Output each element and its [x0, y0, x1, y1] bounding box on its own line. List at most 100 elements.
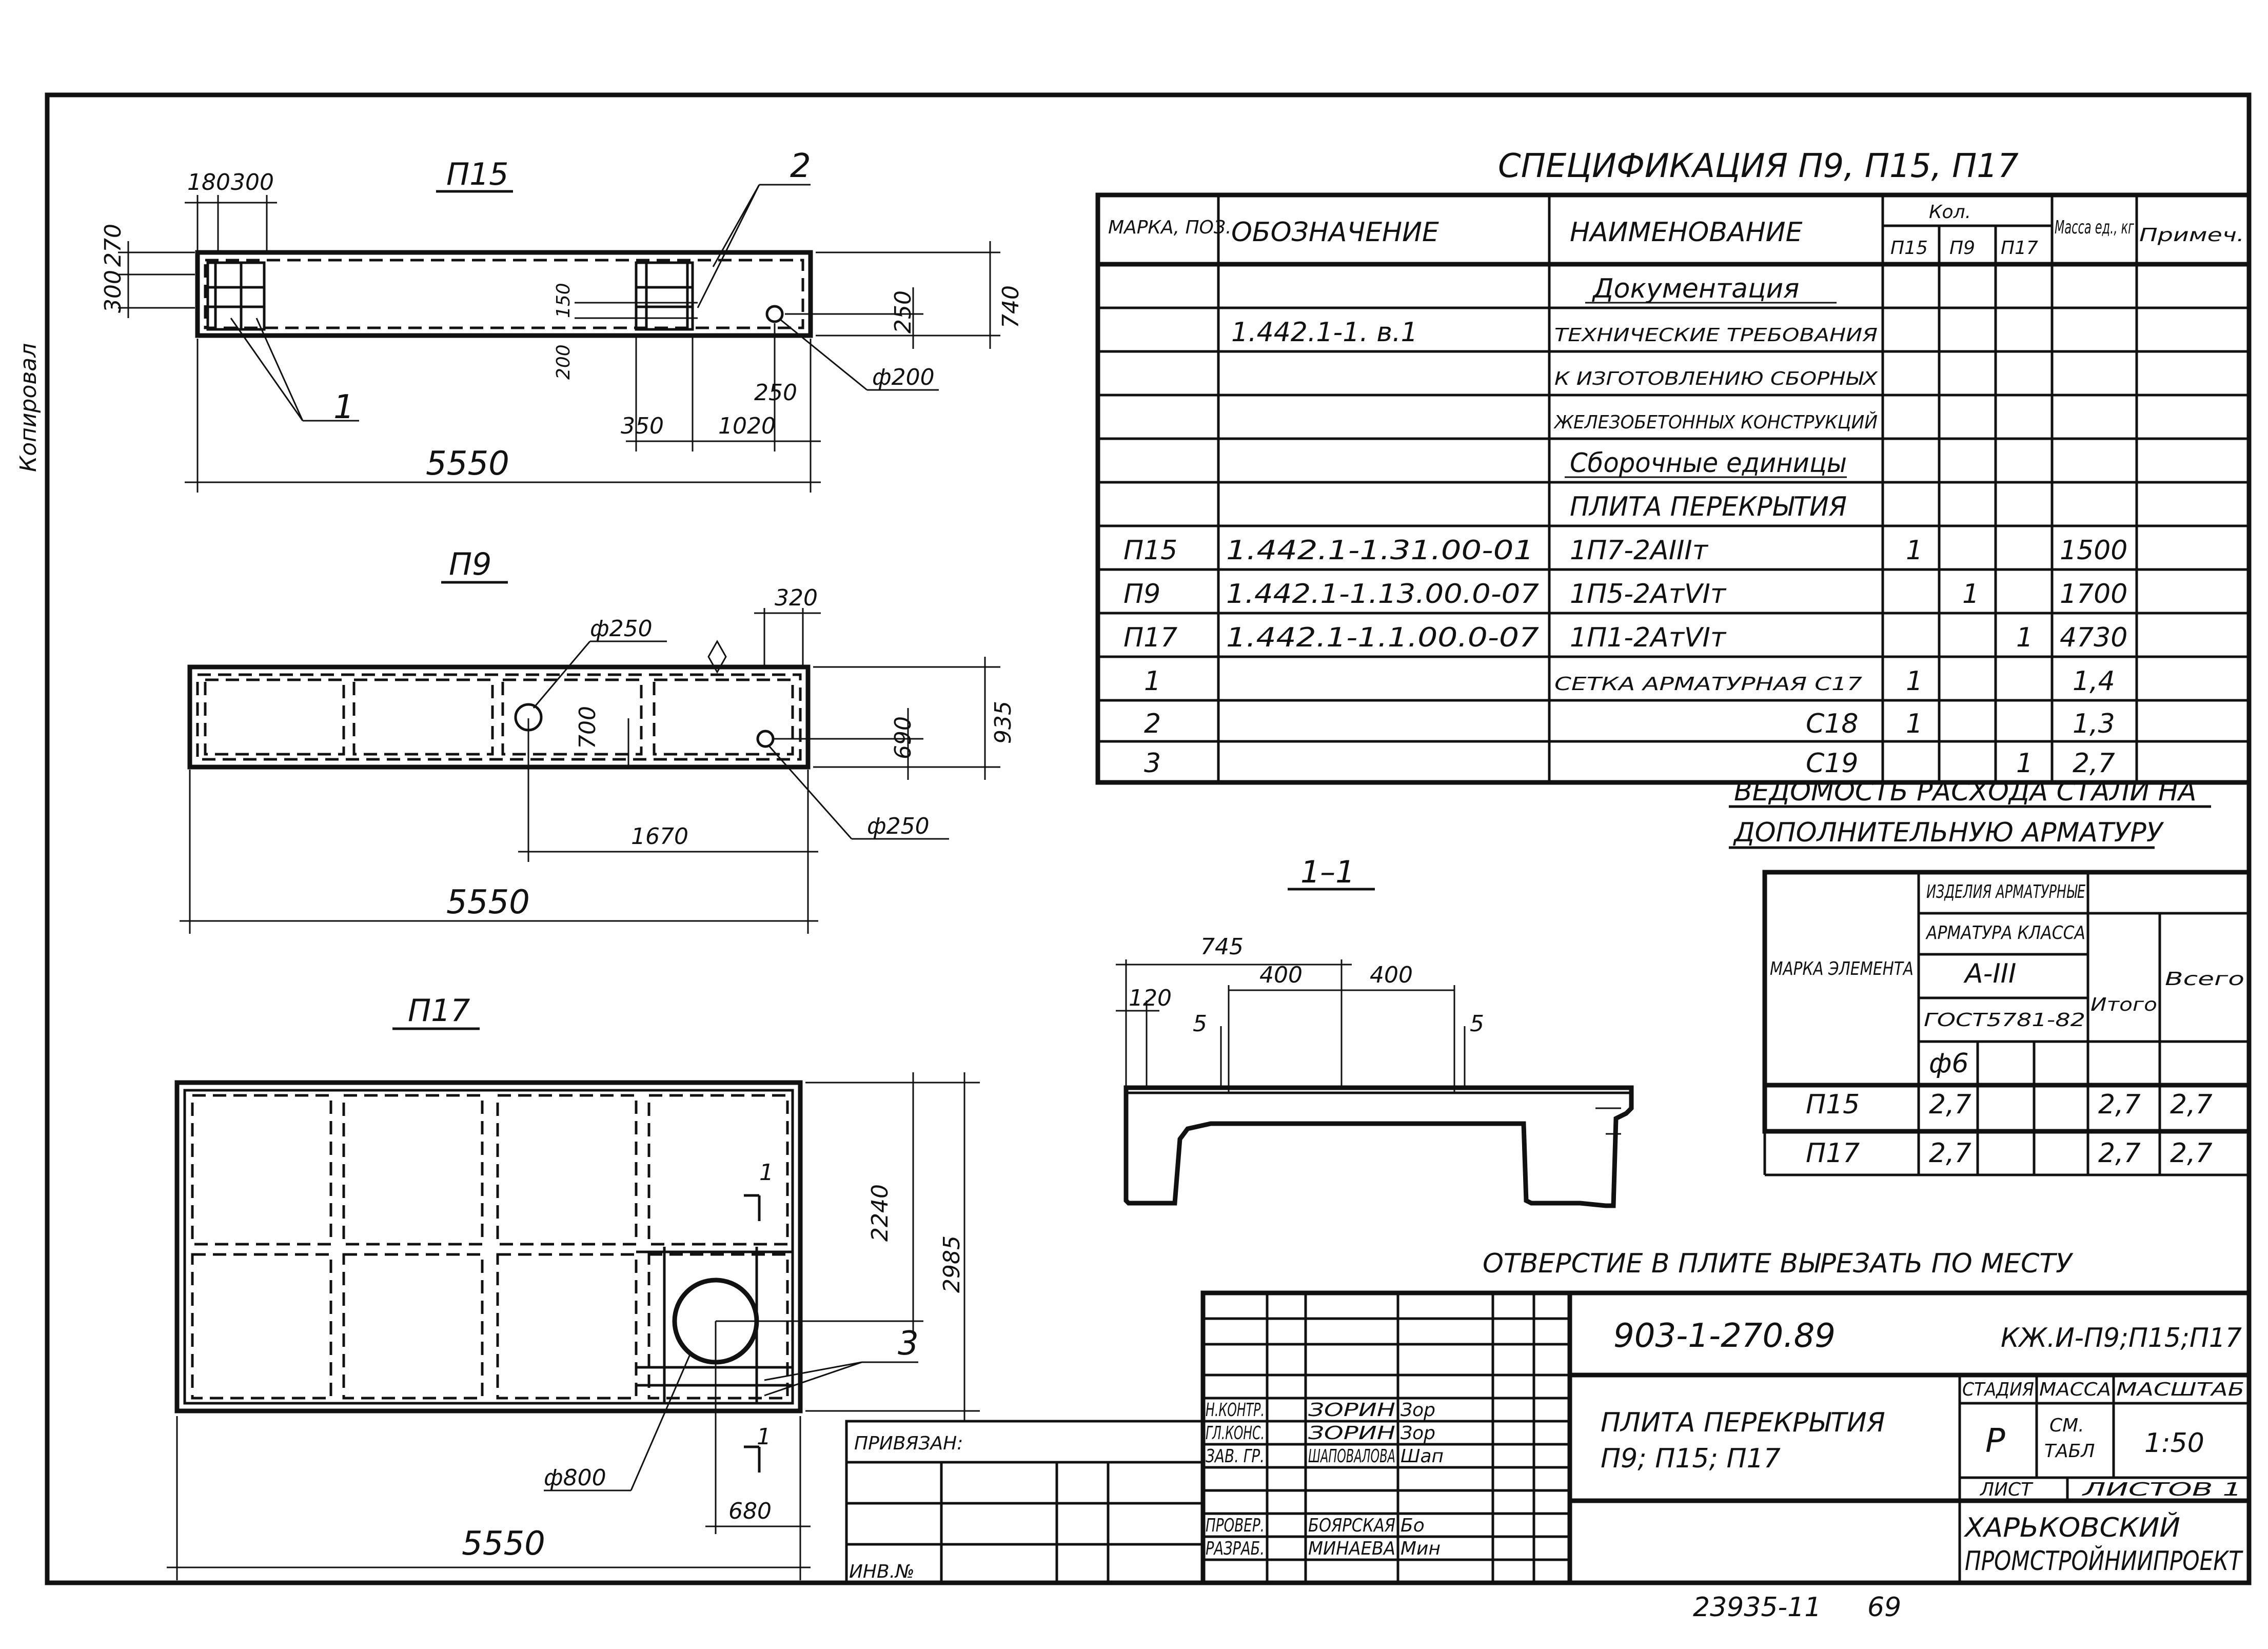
tb-scale-label: МАСШТАБ	[2116, 1379, 2244, 1400]
dim-section-5b: 5	[1470, 1011, 1484, 1037]
spec-name-doc: Документация	[1592, 273, 1799, 304]
tb-inv-label: ИНВ.№	[849, 1561, 915, 1582]
tb-sign-zavgr: Шап	[1401, 1446, 1444, 1467]
dim-section-5a: 5	[1193, 1011, 1207, 1037]
spec-row: П17 1.442.1-1.1.00.0-07 1П1-2АтVIт 1 473…	[1123, 622, 2127, 653]
dim-p17-2240: 2240	[867, 1184, 893, 1242]
steel-element-p17: П17	[1806, 1138, 1860, 1169]
side-stamp-text: Копировал	[15, 343, 42, 472]
slab-outline-p17	[174, 1080, 803, 1414]
spec-row: ПЛИТА ПЕРЕКРЫТИЯ	[1570, 492, 1847, 522]
steel-title-2: ДОПОЛНИТЕЛЬНУЮ АРМАТУРУ	[1733, 817, 2164, 848]
tb-name-razrab: МИНАЕВА	[1308, 1538, 1395, 1559]
dim-p15-250a: 250	[890, 290, 916, 333]
tb-mass-1: СМ.	[2049, 1415, 2084, 1436]
spec-table: СПЕЦИФИКАЦИЯ П9, П15, П17 МАРКА, ПОЗ. ОБ…	[1095, 147, 2252, 785]
spec-q1-mesh17: 1	[1906, 666, 1923, 697]
dim-p15-1020: 1020	[718, 413, 776, 439]
view-p9: П9 320 935 700 690 1670 5550 ф250 ф250	[180, 546, 1016, 934]
tb-role-prover: ПРОВЕР.	[1206, 1515, 1265, 1536]
spec-header-mark: МАРКА, ПОЗ.	[1108, 217, 1231, 238]
spec-name-p15: 1П7-2АIIIт	[1570, 535, 1709, 566]
spec-mark-p17: П17	[1123, 622, 1177, 653]
spec-name-p9: 1П5-2АтVIт	[1570, 579, 1727, 610]
spec-q1-mesh18: 1	[1906, 709, 1923, 739]
dim-p17-2985: 2985	[939, 1235, 965, 1293]
steel-header-diam: ф6	[1929, 1048, 1969, 1079]
view-p17: П17 2985 2240 5550 680 ф800	[167, 993, 980, 1580]
dim-p15-180: 180	[187, 169, 230, 195]
spec-mark-2: 2	[1144, 709, 1161, 739]
dim-p15-5550: 5550	[426, 445, 509, 483]
spec-header-qty-p17: П17	[2001, 238, 2038, 259]
tb-sign-glkons: Зор	[1401, 1423, 1435, 1444]
dim-p9-320: 320	[775, 585, 818, 611]
spec-row: 2 С18 1 1,3	[1144, 709, 2115, 739]
steel-d6-p15: 2,7	[1929, 1089, 1971, 1120]
tb-mass-label: МАССА	[2039, 1379, 2111, 1400]
dim-section-400a: 400	[1259, 962, 1303, 988]
spec-row: Документация	[1585, 273, 1837, 304]
steel-d6-p17: 2,7	[1929, 1138, 1971, 1169]
spec-mass-p15: 1500	[2060, 535, 2127, 566]
tb-sign-razrab: Мин	[1401, 1538, 1441, 1559]
dim-p15-250b: 250	[754, 380, 797, 406]
steel-subtotal-p17: 2,7	[2098, 1138, 2141, 1169]
spec-mark-p9: П9	[1123, 579, 1160, 610]
spec-mark-p15: П15	[1123, 535, 1177, 566]
page-number: 69	[1867, 1592, 1901, 1623]
spec-row: П15 1.442.1-1.31.00-01 1П7-2АIIIт 1 1500	[1123, 535, 2127, 566]
spec-mark-3: 3	[1144, 748, 1161, 779]
tb-role-nkontr: Н.КОНТР.	[1206, 1400, 1265, 1421]
tb-name-glkons: ЗОРИН	[1308, 1423, 1395, 1444]
view-title-p15: П15	[446, 156, 508, 192]
tb-stage: Р	[1985, 1422, 2005, 1460]
label-d200-p15: ф200	[872, 364, 935, 390]
spec-name-tech2: К ИЗГОТОВЛЕНИЮ СБОРНЫХ	[1554, 368, 1879, 389]
spec-mass-mesh17: 1,4	[2073, 666, 2115, 697]
dim-p17-680: 680	[728, 1498, 772, 1524]
section-title: 1–1	[1300, 854, 1355, 890]
dim-p9-690: 690	[890, 716, 916, 759]
spec-q2-p9: 1	[1962, 579, 1979, 610]
dim-section-400b: 400	[1370, 962, 1413, 988]
steel-header-element: МАРКА ЭЛЕМЕНТА	[1770, 958, 1914, 979]
tb-sign-prover: Бо	[1401, 1515, 1425, 1536]
spec-header-qty-p9: П9	[1949, 238, 1975, 259]
spec-name-p17: 1П1-2АтVIт	[1570, 622, 1727, 653]
steel-header-products: ИЗДЕЛИЯ АРМАТУРНЫЕ	[1926, 881, 2085, 902]
tb-scale: 1:50	[2144, 1428, 2204, 1459]
spec-q1-p15: 1	[1906, 535, 1923, 566]
dim-p9-1670: 1670	[631, 823, 688, 850]
tb-stage-label: СТАДИЯ	[1962, 1379, 2034, 1400]
spec-mass-p9: 1700	[2060, 579, 2127, 610]
section-profile	[1123, 1085, 1634, 1208]
spec-row: Сборочные единицы	[1565, 448, 1847, 479]
dim-p15-300a: 300	[231, 169, 274, 195]
tb-sheets-label: ЛИСТОВ 1	[2081, 1479, 2242, 1500]
spec-mass-mesh18: 1,3	[2073, 709, 2115, 739]
spec-mark-1: 1	[1144, 666, 1161, 697]
tb-drawing-title-1: ПЛИТА ПЕРЕКРЫТИЯ	[1601, 1407, 1885, 1438]
spec-designation-p15: 1.442.1-1.31.00-01	[1226, 535, 1534, 566]
hole-d200-p15	[765, 305, 784, 323]
section-1-1: 1–1 745 400 400 120 5 5	[1116, 854, 1634, 1208]
spec-row: 1.442.1-1. в.1 ТЕХНИЧЕСКИЕ ТРЕБОВАНИЯ	[1231, 317, 1878, 348]
spec-header-designation: ОБОЗНАЧЕНИЕ	[1231, 217, 1439, 248]
tb-sheet-label: ЛИСТ	[1979, 1479, 2034, 1500]
tb-role-razrab: РАЗРАБ.	[1206, 1538, 1265, 1559]
dim-p15-150: 150	[553, 283, 574, 318]
dim-p15-300b: 300	[100, 270, 126, 313]
steel-row: П17 2,7 2,7 2,7	[1806, 1138, 2213, 1169]
callout-p15-2: 2	[790, 147, 811, 185]
steel-title-1: ВЕДОМОСТЬ РАСХОДА СТАЛИ НА	[1734, 776, 2197, 807]
spec-mass-mesh19: 2,7	[2073, 748, 2115, 779]
view-title-p9: П9	[449, 546, 491, 582]
spec-header-qty-p15: П15	[1890, 238, 1928, 259]
spec-header-name: НАИМЕНОВАНИЕ	[1570, 217, 1803, 248]
spec-header-note: Примеч.	[2139, 225, 2244, 246]
steel-header-total: Всего	[2165, 969, 2244, 990]
dim-p15-270: 270	[100, 224, 126, 267]
spec-name-tech1: ТЕХНИЧЕСКИЕ ТРЕБОВАНИЯ	[1554, 325, 1878, 346]
steel-header-gost: ГОСТ5781-82	[1924, 1010, 2085, 1031]
